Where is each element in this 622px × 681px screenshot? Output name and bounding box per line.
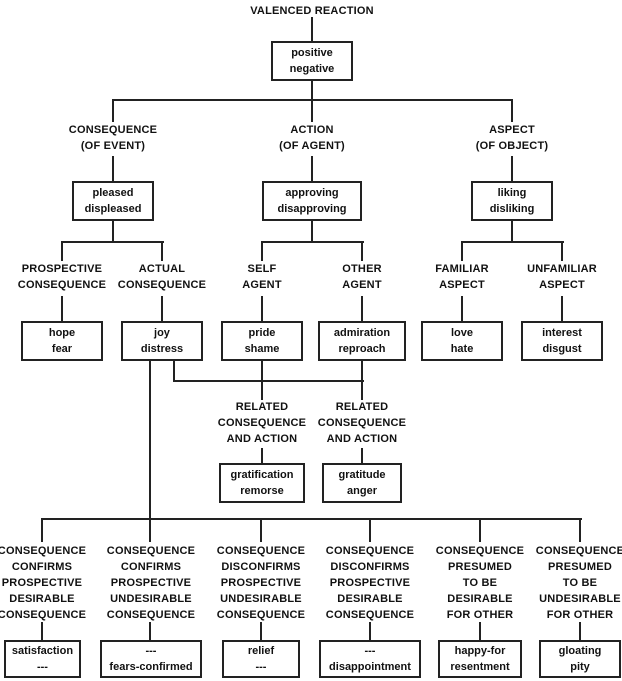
connector-drop: [61, 241, 63, 261]
connector-label-to-box: [149, 622, 151, 641]
connector-bus1-drop-action: [311, 99, 313, 122]
connector-label-to-box: [579, 622, 581, 641]
label-confirms-desirable: CONSEQUENCE CONFIRMS PROSPECTIVE DESIRAB…: [0, 545, 87, 621]
box-disappointment: --- disappointment: [319, 640, 421, 678]
box-approving-disapproving: approving disapproving: [262, 181, 362, 221]
connector-joy-to-compound-bus: [173, 361, 175, 382]
label-other-agent: OTHER AGENT: [342, 263, 382, 291]
box-fears-confirmed: --- fears-confirmed: [100, 640, 202, 678]
connector-label-to-box: [311, 156, 313, 181]
box-hope-fear: hope fear: [21, 321, 103, 361]
label-unfamiliar-aspect: UNFAMILIAR ASPECT: [527, 263, 597, 291]
connector-label-to-box: [369, 622, 371, 641]
label-related-consequence-action-1: RELATED CONSEQUENCE AND ACTION: [217, 401, 307, 445]
label-confirms-undesirable: CONSEQUENCE CONFIRMS PROSPECTIVE UNDESIR…: [106, 545, 196, 621]
label-disconfirms-desirable: CONSEQUENCE DISCONFIRMS PROSPECTIVE DESI…: [325, 545, 415, 621]
connector-label-to-box: [261, 296, 263, 322]
connector-title-to-root: [311, 17, 313, 41]
connector-label-to-box: [61, 296, 63, 322]
connector-label-to-box: [461, 296, 463, 322]
box-pride-shame: pride shame: [221, 321, 303, 361]
box-pleased-displeased: pleased displeased: [72, 181, 154, 221]
label-actual-consequence: ACTUAL CONSEQUENCE: [117, 263, 207, 291]
connector-bus-action: [261, 241, 364, 243]
label-consequence-of-event: CONSEQUENCE (OF EVENT): [68, 124, 158, 152]
label-presumed-undesirable-other: CONSEQUENCE PRESUMED TO BE UNDESIRABLE F…: [535, 545, 622, 621]
connector-joy-to-bottom-bus: [149, 361, 151, 542]
connector-drop: [361, 241, 363, 261]
connector-bus1-drop-consequence: [112, 99, 114, 122]
connector-box-stub: [311, 221, 313, 241]
box-love-hate: love hate: [421, 321, 503, 361]
connector-label-to-box: [361, 296, 363, 322]
label-disconfirms-undesirable: CONSEQUENCE DISCONFIRMS PROSPECTIVE UNDE…: [216, 545, 306, 621]
box-positive-negative: positive negative: [271, 41, 353, 81]
label-aspect-of-object: ASPECT (OF OBJECT): [475, 124, 549, 152]
label-action-of-agent: ACTION (OF AGENT): [279, 124, 345, 152]
connector-label-to-box: [561, 296, 563, 322]
connector-label-to-box: [511, 156, 513, 181]
connector-drop: [41, 518, 43, 542]
connector-bus-consequence: [61, 241, 164, 243]
connector-drop: [461, 241, 463, 261]
label-prospective-consequence: PROSPECTIVE CONSEQUENCE: [17, 263, 107, 291]
box-joy-distress: joy distress: [121, 321, 203, 361]
connector-drop: [579, 518, 581, 542]
connector-box-stub: [112, 221, 114, 241]
connector-label-to-box: [361, 448, 363, 464]
connector-bus1-drop-aspect: [511, 99, 513, 122]
diagram-root-label: VALENCED REACTION: [250, 5, 374, 17]
connector-bottom-bus: [41, 518, 582, 520]
connector-bus-aspect: [461, 241, 564, 243]
box-admiration-reproach: admiration reproach: [318, 321, 406, 361]
box-gratification-remorse: gratification remorse: [219, 463, 305, 503]
connector-label-to-box: [260, 622, 262, 641]
connector-label-to-box: [112, 156, 114, 181]
connector-compound-bus: [173, 380, 364, 382]
label-familiar-aspect: FAMILIAR ASPECT: [435, 263, 489, 291]
label-presumed-desirable-other: CONSEQUENCE PRESUMED TO BE DESIRABLE FOR…: [435, 545, 525, 621]
box-satisfaction: satisfaction ---: [4, 640, 81, 678]
connector-drop: [261, 241, 263, 261]
box-interest-disgust: interest disgust: [521, 321, 603, 361]
connector-drop: [561, 241, 563, 261]
connector-label-to-box: [161, 296, 163, 322]
connector-root-to-bus1: [311, 81, 313, 101]
box-happy-for-resentment: happy-for resentment: [438, 640, 522, 678]
box-liking-disliking: liking disliking: [471, 181, 553, 221]
connector-pride-to-related: [261, 361, 263, 400]
label-self-agent: SELF AGENT: [242, 263, 282, 291]
connector-label-to-box: [479, 622, 481, 641]
label-related-consequence-action-2: RELATED CONSEQUENCE AND ACTION: [317, 401, 407, 445]
box-gratitude-anger: gratitude anger: [322, 463, 402, 503]
connector-box-stub: [511, 221, 513, 241]
connector-drop: [161, 241, 163, 261]
connector-label-to-box: [261, 448, 263, 464]
box-gloating-pity: gloating pity: [539, 640, 621, 678]
connector-drop: [260, 518, 262, 542]
connector-admiration-to-related: [361, 361, 363, 400]
connector-drop: [479, 518, 481, 542]
connector-label-to-box: [41, 622, 43, 641]
connector-drop: [369, 518, 371, 542]
box-relief: relief ---: [222, 640, 300, 678]
